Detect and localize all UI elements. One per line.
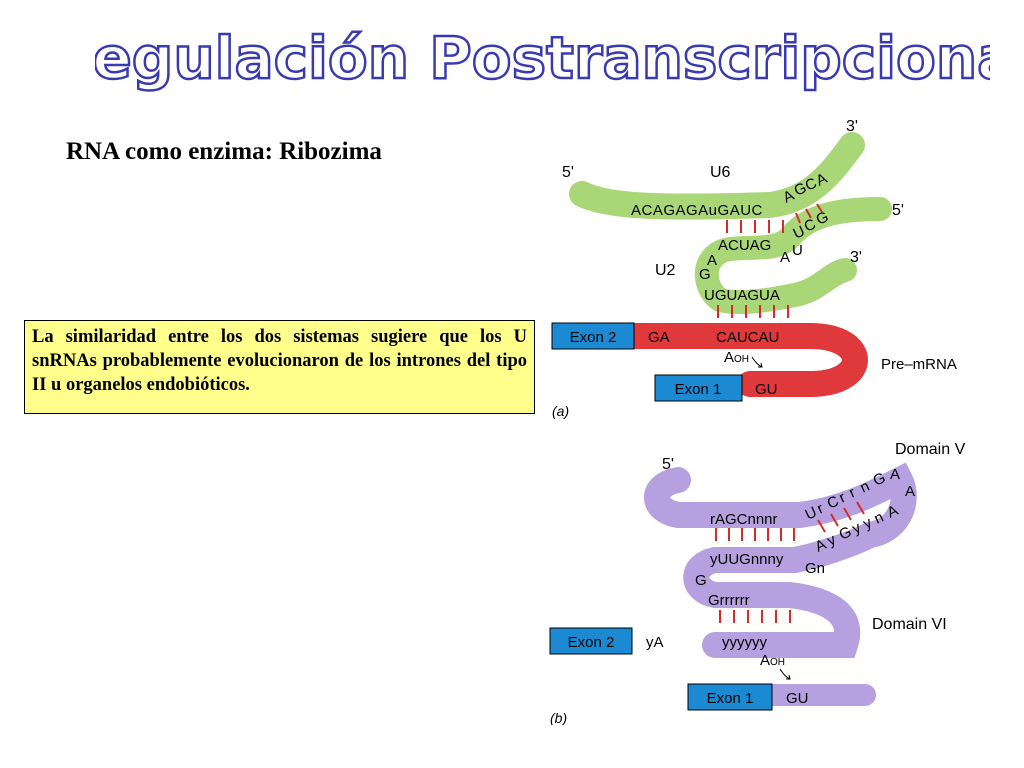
domain-v-label: Domain V (895, 441, 966, 458)
u2-turn-1: A (780, 249, 790, 266)
gu-label-b: GU (786, 690, 809, 707)
exon1-label-b: Exon 1 (707, 690, 754, 707)
upper-loop-8: A (890, 466, 900, 483)
exon1-label-a: Exon 1 (675, 381, 722, 398)
subtitle: RNA como enzima: Ribozima (66, 138, 382, 165)
pair-ticks-domain-v (715, 501, 865, 541)
exon2-box-b (549, 627, 633, 655)
five-prime-right-a: 5' (892, 202, 904, 219)
gu-label-a: GU (755, 381, 778, 398)
title-text: Regulación Postranscripcional (95, 24, 990, 92)
u6-sequence: ACAGAGAuGAUC (631, 202, 763, 219)
grrr-label-b: Grrrrrr (708, 592, 750, 609)
pair-ticks-u6-u2 (726, 203, 823, 233)
five-prime-left-a: 5' (562, 164, 574, 181)
u2-strand (694, 197, 892, 315)
exon1-box-b (687, 683, 773, 711)
u2-branch-seq: UGUAGUA (704, 287, 780, 304)
panel-a-label: (a) (552, 403, 569, 419)
ga-label: GA (648, 329, 670, 346)
u2-left-2: G (699, 266, 711, 283)
u2-left-1: A (707, 252, 717, 269)
u2-label: U2 (655, 262, 676, 279)
g-label-b: G (695, 572, 707, 589)
three-prime-top-a: 3' (846, 118, 858, 135)
intron-strand-b (644, 462, 917, 658)
aoh-b-label: AOH (760, 652, 785, 669)
pair-ticks-u2-premrna (717, 305, 789, 318)
u6-label: U6 (710, 164, 731, 181)
gn-label-b: Gn (805, 560, 825, 577)
premrna-label: Pre–mRNA (881, 356, 957, 373)
ribozyme-diagram: Exon 2 Exon 1 5' 3' 5' 3' U6 U2 ACAGAGAu… (549, 118, 966, 725)
u6-strand (569, 132, 865, 220)
premrna-strand (622, 323, 868, 397)
five-prime-b: 5' (662, 456, 674, 473)
exon2-box-a (551, 322, 635, 350)
attack-arrow-a (751, 356, 763, 368)
upper-sequence-b: rAGCnnnr (710, 511, 778, 528)
attack-arrow-b (779, 668, 791, 680)
three-prime-mid-a: 3' (850, 249, 862, 266)
panel-a: Exon 2 Exon 1 5' 3' 5' 3' U6 U2 ACAGAGAu… (551, 118, 957, 419)
aoh-a-label: AOH (724, 349, 749, 366)
upper-loop-5: r (847, 484, 859, 502)
exon2-label-a: Exon 2 (570, 329, 617, 346)
note-box: La similaridad entre los dos sistemas su… (24, 320, 535, 414)
lower-sequence-b: yUUGnnny (710, 551, 784, 568)
slide-title: Regulación Postranscripcional (95, 23, 990, 94)
upper-loop-2: r (815, 500, 827, 518)
ya-label-b: yA (646, 634, 664, 651)
panel-b: Exon 2 Exon 1 5' Domain V Domain VI rAGC… (549, 441, 966, 725)
caucau-label: CAUCAU (716, 329, 779, 346)
yyy-label-b: yyyyyy (722, 634, 768, 651)
exon2-label-b: Exon 2 (568, 634, 615, 651)
upper-loop-4: r (837, 489, 849, 507)
exon1-box-a (654, 374, 743, 402)
panel-b-label: (b) (550, 710, 567, 725)
u2-sequence: ACUAG (718, 237, 771, 254)
pair-ticks-domain-vi (719, 610, 791, 623)
right-a-b: A (905, 483, 915, 500)
domain-vi-label: Domain VI (872, 616, 947, 633)
u2-turn-2: U (792, 242, 803, 259)
